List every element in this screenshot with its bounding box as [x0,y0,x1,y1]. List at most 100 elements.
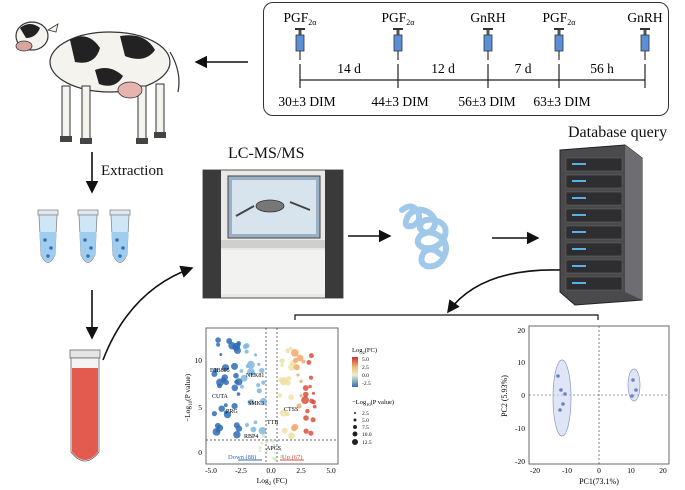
x-tick: -2.5 [235,466,247,475]
volcano-point [302,385,309,391]
pca-ellipse [627,368,641,402]
volcano-point [231,403,238,410]
volcano-point [240,374,248,382]
volcano-point [265,449,268,452]
volcano-point [279,358,285,364]
volcano-point [250,426,257,433]
y-tick: 5 [198,403,202,412]
legend-p-tick: 10.0 [362,432,372,438]
gene-label: RBP4 [244,434,258,440]
volcano-point [285,348,291,354]
volcano-point [293,364,300,371]
protein-illustration [399,203,449,270]
volcano-point [218,405,225,412]
volcano-point [223,411,232,419]
day-label: 63±3 DIM [533,94,590,109]
volcano-point [305,408,310,414]
volcano-plot: -5.0 -2.5 0.0 2.5 5.0 0 5 10 Log2 (FC) −… [183,327,394,486]
volcano-point [265,440,269,444]
volcano-point [273,446,276,449]
volcano-point [296,354,304,362]
legend-p-title: −Log10(P value) [352,399,394,407]
protocol-graphics: PGF2α PGF2α GnRH PGF2α GnRH 14 d 12 d 7 … [278,10,663,109]
volcano-point [244,422,250,428]
x-tick: 0 [597,466,601,475]
volcano-point [211,411,217,417]
x-tick: 10 [627,466,635,475]
y-tick: 10 [195,356,203,365]
volcano-point [216,424,224,432]
legend-fc-tick: -2.5 [362,381,371,387]
volcano-point [308,353,314,359]
volcano-point [306,360,312,365]
volcano-point [228,342,236,350]
volcano-point [310,417,316,423]
volcano-point [303,415,309,421]
volcano-point [253,353,258,357]
pca-point [630,394,634,398]
blood-tube-illustration [69,349,101,462]
extraction-label: Extraction [101,163,164,179]
volcano-point [272,443,276,447]
volcano-point [260,441,264,445]
volcano-point [253,420,258,425]
x-tick: -10 [562,466,572,475]
volcano-point [231,384,239,392]
syringe-icon [393,28,403,60]
volcano-point [239,369,244,373]
volcano-frame [205,327,339,465]
legend-p-tick: 7.5 [362,425,369,431]
volcano-point [280,409,288,417]
volcano-point [288,432,295,440]
x-tick: -5.0 [205,466,217,475]
volcano-point [301,396,309,404]
volcano-point [215,337,221,343]
gene-label: PRG [226,409,238,415]
volcano-point [222,364,229,372]
volcano-point [233,372,239,379]
volcano-point [296,403,302,409]
tubes-illustration [37,209,131,263]
volcano-point [247,368,255,376]
volcano-point [244,349,249,354]
volcano-point [272,457,277,461]
interval-label: 56 h [590,61,614,76]
syringe-icon [640,28,650,60]
x-tick: 2.5 [296,466,306,475]
x-tick: 20 [659,466,667,475]
volcano-point [311,391,316,395]
y-tick: 10 [518,358,526,367]
legend-size-dot [352,431,358,437]
volcano-point [280,363,284,368]
volcano-point [234,379,239,385]
volcano-point [257,362,261,366]
interval-label: 12 d [431,61,455,76]
legend-fc-title: Log2(FC) [352,347,377,355]
gene-label: NEK81 [246,373,264,379]
volcano-point [303,391,309,398]
volcano-xlabel: Log2 (FC) [257,476,288,486]
volcano-point [223,403,228,408]
volcano-point [259,449,262,452]
lcms-label: LC-MS/MS [228,145,305,162]
volcano-point [236,342,241,347]
legend-size-dot [353,418,357,422]
volcano-point [261,380,266,385]
volcano-point [311,399,316,405]
gene-label: E1B805 [210,368,230,374]
volcano-point [281,427,288,434]
pca-plot: -20 -10 0 10 20 20 10 0 -10 -20 PC1(73.1… [500,325,670,486]
volcano-point [211,371,218,377]
down-count: Down (88) [228,454,256,461]
legend-fc-tick: 2.5 [362,365,369,371]
pca-point [559,388,563,392]
volcano-points [211,337,317,461]
up-count: Up (67) [282,454,302,461]
hormone-label: GnRH [627,10,663,25]
volcano-ylabel: −Log10(P value) [183,373,194,422]
volcano-point [217,383,222,389]
day-label: 30±3 DIM [278,94,335,109]
x-tick: -20 [530,466,540,475]
legend-fc-tick: 0.0 [362,373,369,379]
volcano-point [259,367,265,374]
